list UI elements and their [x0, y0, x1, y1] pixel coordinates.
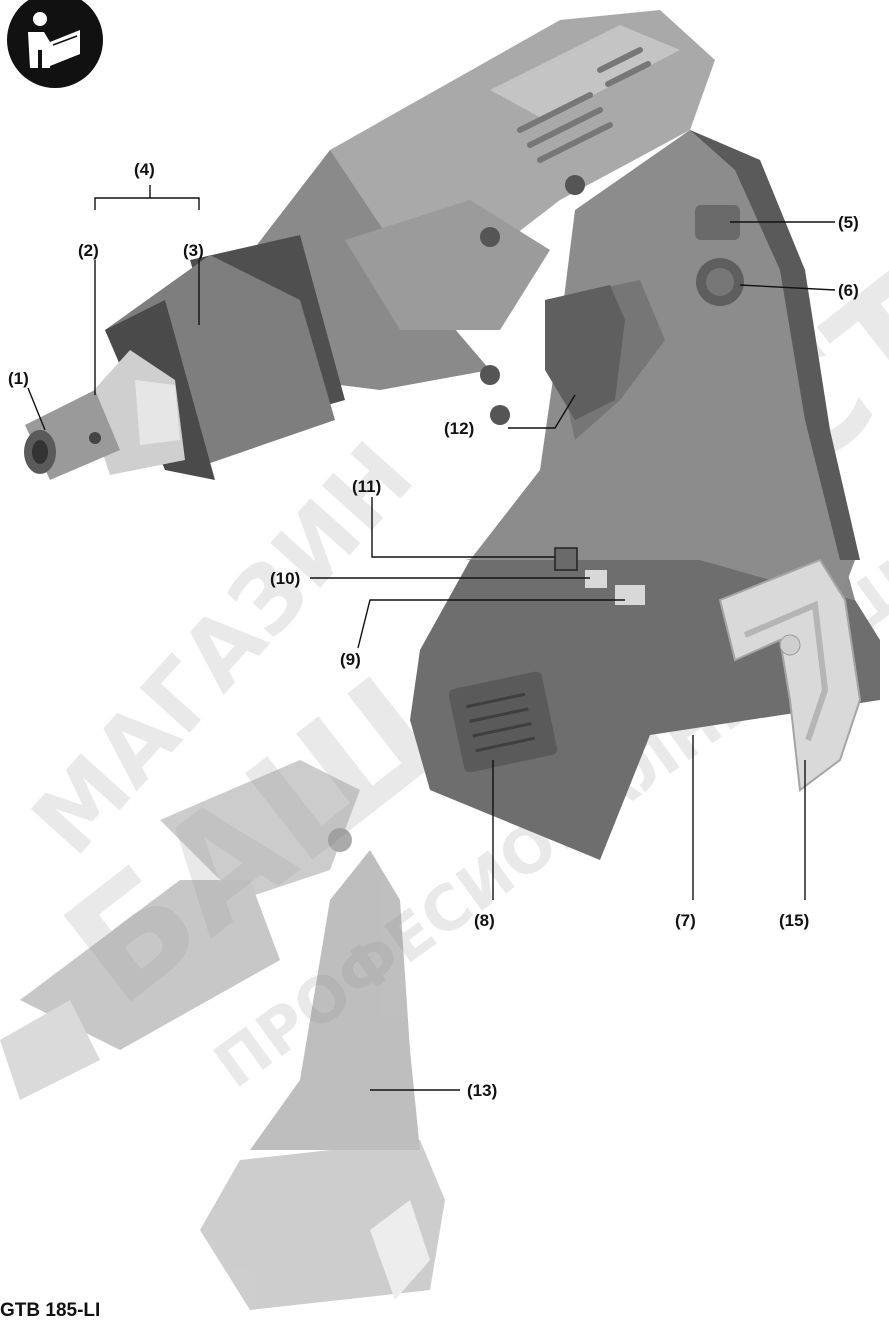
label-3: (3) — [183, 241, 204, 260]
label-7: (7) — [675, 911, 696, 930]
label-13: (13) — [467, 1081, 497, 1100]
label-11: (11) — [352, 477, 381, 496]
model-name: GTB 185-LI — [0, 1300, 101, 1321]
label-5: (5) — [838, 213, 859, 232]
label-4: (4) — [134, 160, 155, 179]
screwdriver-main-illustration — [24, 10, 880, 860]
read-manual-icon — [7, 0, 103, 88]
label-8: (8) — [474, 911, 495, 930]
label-2: (2) — [78, 241, 99, 260]
part-labels: (4) (2) (3) (1) (5) (6) (12) (11) (10) (… — [8, 160, 859, 1100]
label-6: (6) — [838, 281, 859, 300]
label-15: (15) — [779, 911, 809, 930]
label-9: (9) — [340, 650, 361, 669]
leader-lines — [27, 185, 836, 1091]
label-1: (1) — [8, 369, 29, 388]
label-10: (10) — [270, 569, 300, 588]
label-12: (12) — [444, 419, 474, 438]
screwdriver-secondary-illustration — [0, 760, 445, 1310]
